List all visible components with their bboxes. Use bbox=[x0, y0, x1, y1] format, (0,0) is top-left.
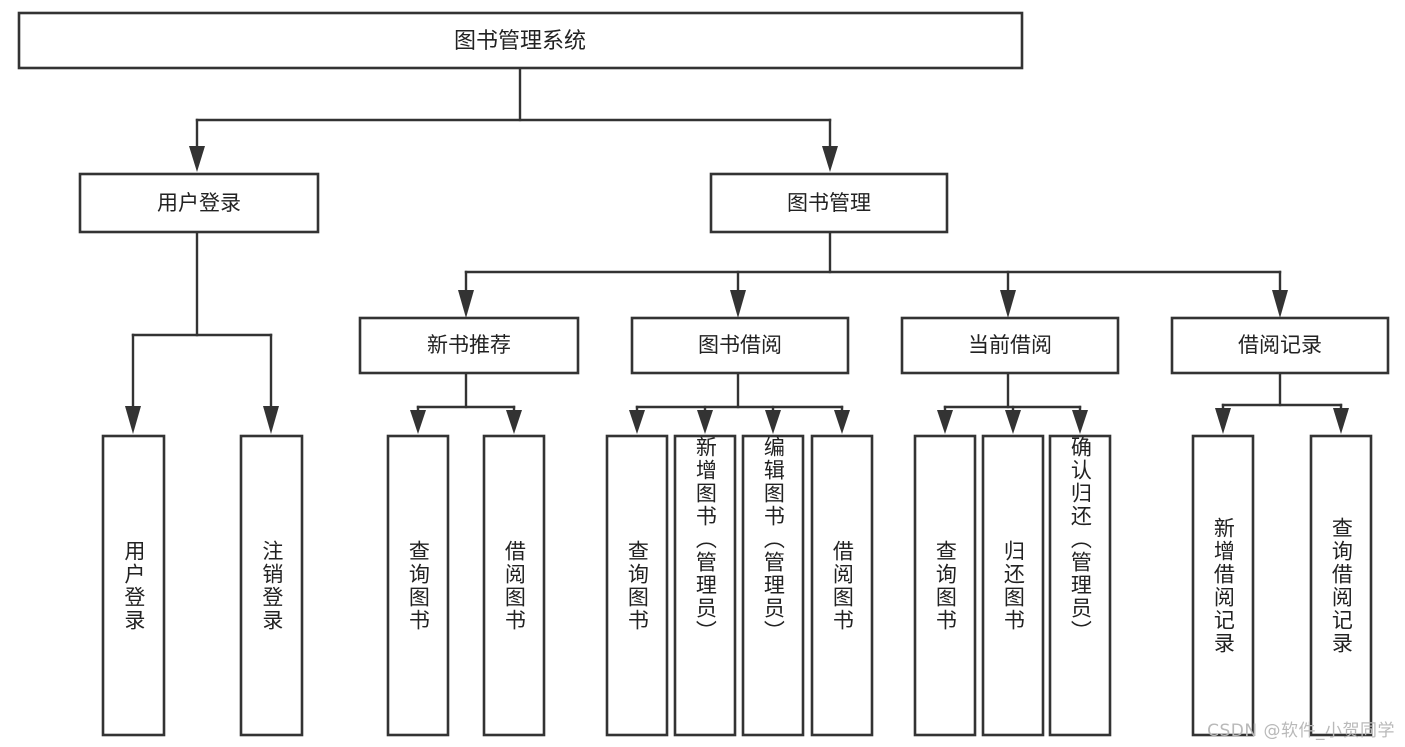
node-new-book-recommend-box[interactable] bbox=[358, 316, 580, 375]
node-borrow-record-label: 借阅记录 bbox=[1238, 333, 1322, 357]
node-root[interactable]: 图书管理系统 bbox=[17, 11, 1024, 70]
leaf-box-user-login[interactable] bbox=[101, 434, 166, 737]
leaf-box-confirm-return[interactable] bbox=[1048, 434, 1112, 737]
node-new-book-recommend[interactable]: 新书推荐 bbox=[358, 316, 580, 375]
node-user-login[interactable]: 用户登录 bbox=[78, 172, 320, 234]
node-current-borrow-box[interactable] bbox=[900, 316, 1120, 375]
arrow-head-borrowrecord-leaf-1 bbox=[1215, 408, 1231, 434]
node-current-borrow-label: 当前借阅 bbox=[968, 333, 1052, 357]
leaf-box-borrow-book-1[interactable] bbox=[482, 434, 546, 737]
arrow-head-logout-leaf bbox=[263, 406, 279, 434]
node-new-book-recommend-label: 新书推荐 bbox=[427, 333, 511, 357]
leaf-box-edit-book[interactable] bbox=[741, 434, 805, 737]
leaf-box-return-book[interactable] bbox=[981, 434, 1045, 737]
arrow-head-currentborrow-leaf-2 bbox=[1005, 410, 1021, 434]
node-root-box[interactable] bbox=[17, 11, 1024, 70]
leaf-box-add-borrow-record[interactable] bbox=[1191, 434, 1255, 737]
node-user-login-box[interactable] bbox=[78, 172, 320, 234]
node-book-borrow-box[interactable] bbox=[630, 316, 850, 375]
leaf-box-logout[interactable] bbox=[239, 434, 304, 737]
node-borrow-record-box[interactable] bbox=[1170, 316, 1390, 375]
arrow-head-bookborrow-leaf-3 bbox=[765, 410, 781, 434]
arrow-head-newbook bbox=[458, 290, 474, 318]
arrow-head-newbook-leaf-2 bbox=[506, 410, 522, 434]
leaf-box-query-book-2[interactable] bbox=[605, 434, 669, 737]
connector-group-newbook-leaves bbox=[410, 371, 522, 434]
node-book-borrow-label: 图书借阅 bbox=[698, 333, 782, 357]
arrow-head-borrowrecord bbox=[1272, 290, 1288, 318]
leaf-box-add-book[interactable] bbox=[673, 434, 737, 737]
arrow-head-bookborrow-leaf-1 bbox=[629, 410, 645, 434]
leaf-box-query-book-1[interactable] bbox=[386, 434, 450, 737]
arrow-head-bookborrow-leaf-2 bbox=[697, 410, 713, 434]
node-root-label: 图书管理系统 bbox=[454, 29, 586, 54]
node-book-management-label: 图书管理 bbox=[787, 191, 871, 215]
arrow-head-userlogin bbox=[189, 146, 205, 172]
node-current-borrow[interactable]: 当前借阅 bbox=[900, 316, 1120, 375]
node-book-management-box[interactable] bbox=[709, 172, 949, 234]
arrow-head-bookborrow bbox=[730, 290, 746, 318]
arrow-head-currentborrow bbox=[1000, 290, 1016, 318]
node-book-management[interactable]: 图书管理 bbox=[709, 172, 949, 234]
connector-group-root bbox=[189, 66, 838, 172]
connector-group-userlogin bbox=[125, 230, 279, 434]
arrow-head-currentborrow-leaf-1 bbox=[937, 410, 953, 434]
connector-group-currentborrow-leaves bbox=[937, 371, 1088, 434]
csdn-watermark: CSDN @软件_小贺同学 bbox=[1207, 721, 1395, 741]
leaf-box-borrow-book-2[interactable] bbox=[810, 434, 874, 737]
arrow-head-user-login-leaf bbox=[125, 406, 141, 434]
leaf-box-query-borrow-record[interactable] bbox=[1309, 434, 1373, 737]
connector-group-bookmgmt bbox=[458, 230, 1288, 318]
leaf-box-query-book-3[interactable] bbox=[913, 434, 977, 737]
node-user-login-label: 用户登录 bbox=[157, 191, 241, 215]
connector-group-bookborrow-leaves bbox=[629, 371, 850, 434]
arrow-head-currentborrow-leaf-3 bbox=[1072, 410, 1088, 434]
node-borrow-record[interactable]: 借阅记录 bbox=[1170, 316, 1390, 375]
node-book-borrow[interactable]: 图书借阅 bbox=[630, 316, 850, 375]
arrow-head-borrowrecord-leaf-2 bbox=[1333, 408, 1349, 434]
arrow-head-bookborrow-leaf-4 bbox=[834, 410, 850, 434]
arrow-head-newbook-leaf-1 bbox=[410, 410, 426, 434]
connector-group-borrowrecord-leaves bbox=[1215, 371, 1349, 434]
arrow-head-bookmgmt bbox=[822, 146, 838, 172]
